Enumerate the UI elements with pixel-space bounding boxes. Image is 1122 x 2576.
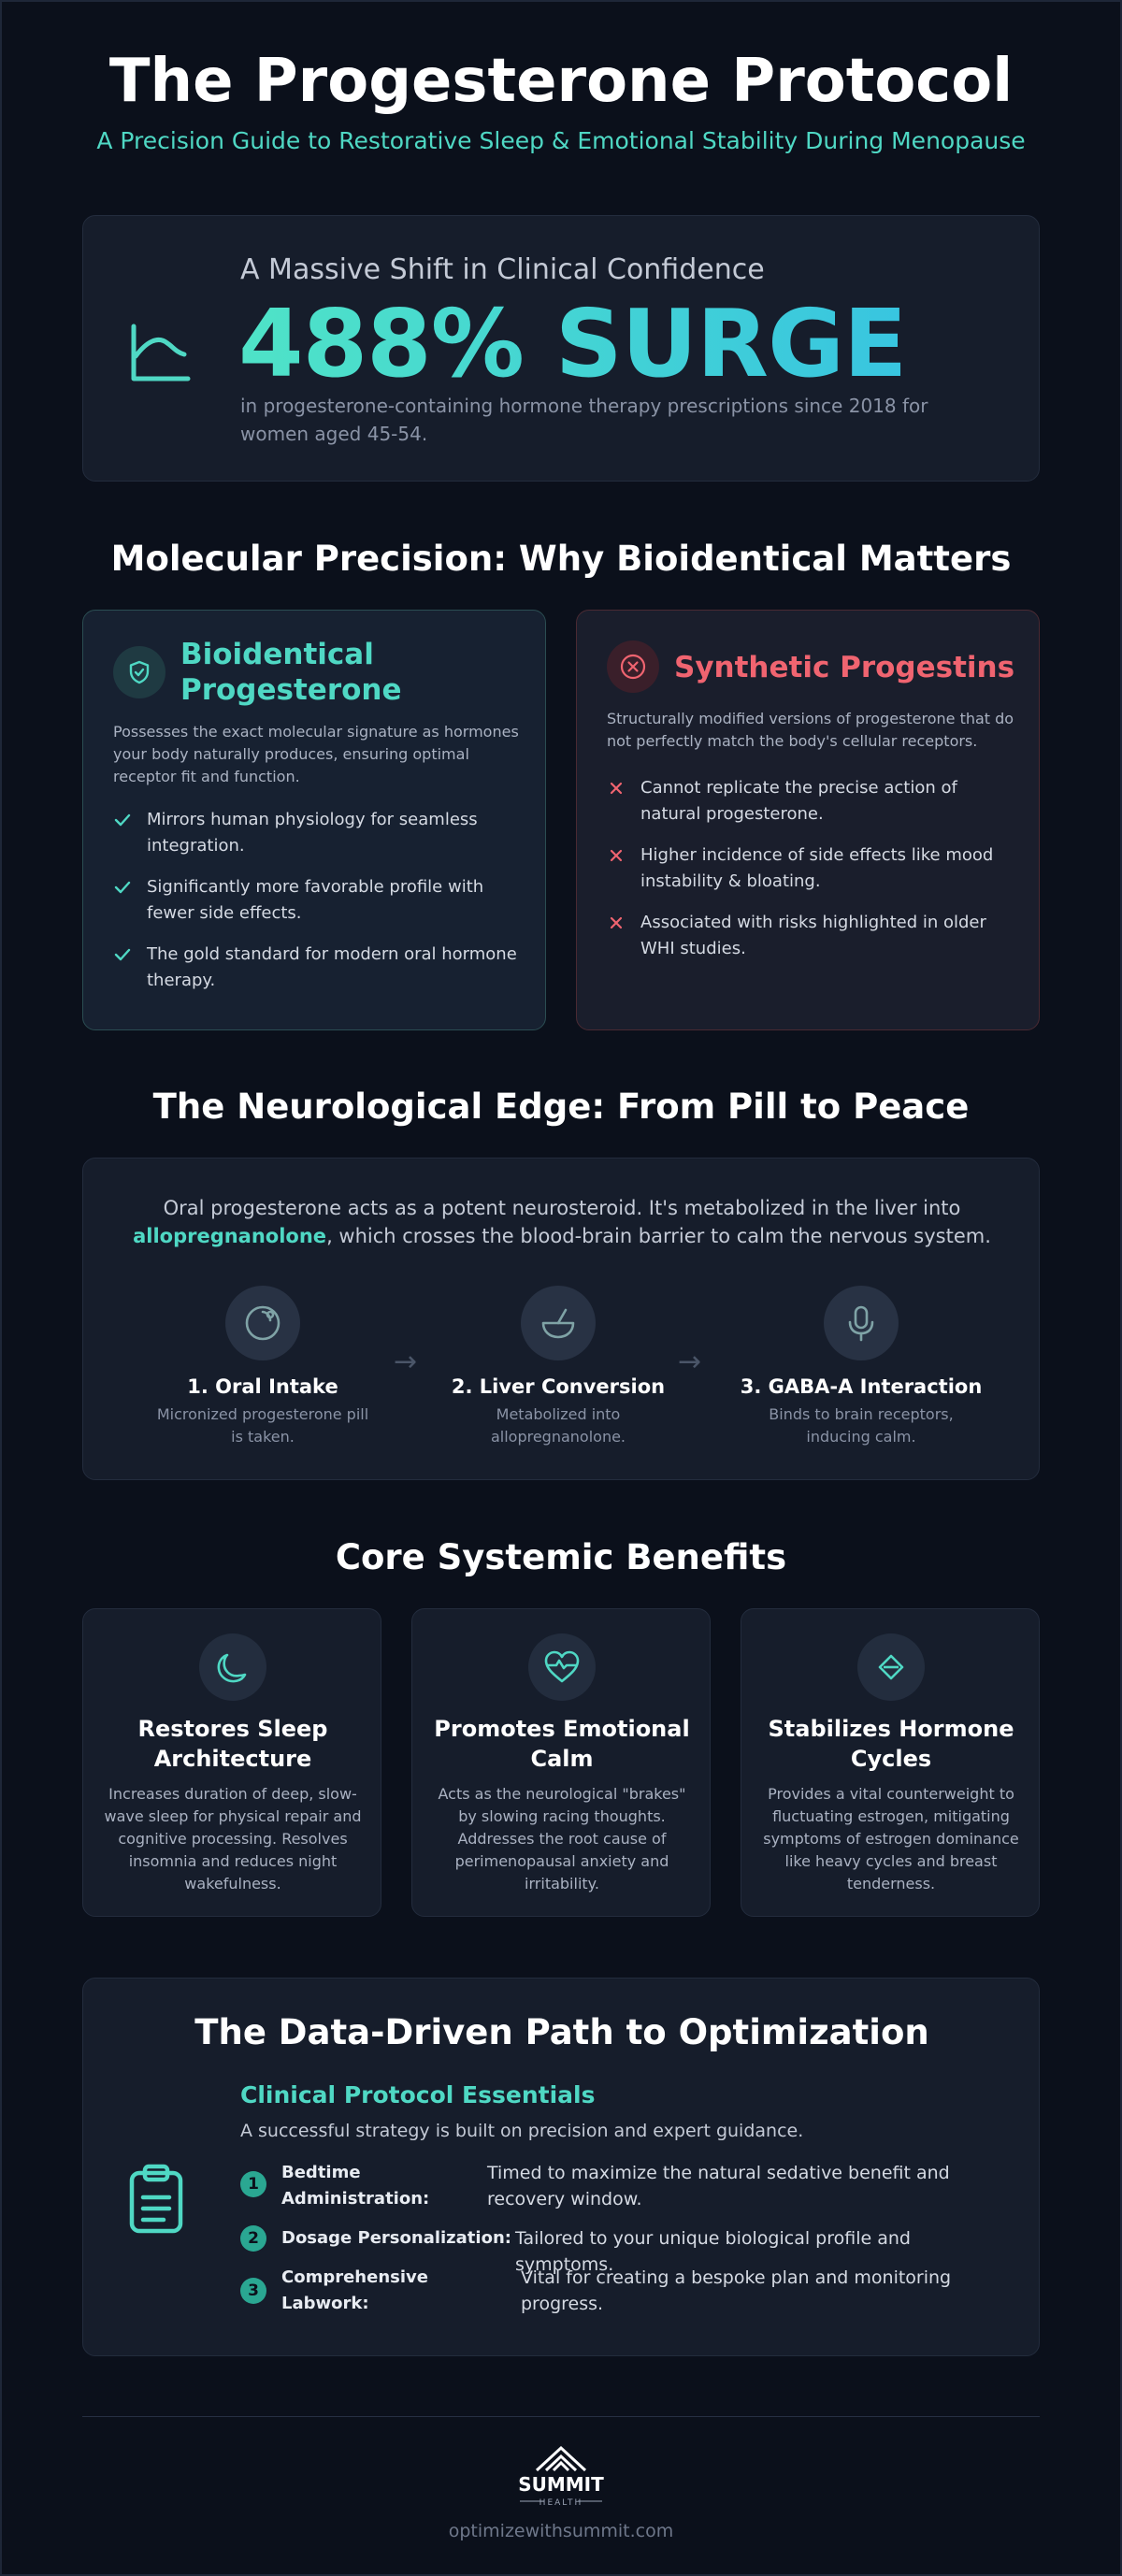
chart-trend-icon [131,324,191,381]
check-icon [114,948,131,961]
protocol-label: Bedtime Administration: [281,2163,430,2209]
step-title: 3. GABA-A Interaction [740,1375,983,1398]
bioidentical-description: Possesses the exact molecular signature … [113,723,519,785]
data-path-card: The Data-Driven Path to Optimization Cli… [82,1978,1040,2356]
step-title: 1. Oral Intake [187,1375,338,1398]
syn-point-2: Higher incidence of side effects like mo… [640,845,994,891]
page-subtitle: A Precision Guide to Restorative Sleep &… [96,127,1026,154]
synthetic-description: Structurally modified versions of proges… [607,710,1014,750]
step-gaba-interaction: 3. GABA-A Interaction Binds to brain rec… [740,1286,983,1448]
synthetic-title: Synthetic Progestins [674,651,1015,684]
pill-icon [225,1286,300,1360]
list-item: Associated with risks highlighted in old… [607,910,1018,962]
synthetic-card: Synthetic Progestins Structurally modifi… [576,610,1040,1030]
heart-icon [528,1633,596,1701]
protocol-label: Comprehensive Labwork: [281,2267,428,2313]
protocol-value: Timed to maximize the natural sedative b… [487,2163,950,2209]
benefit-desc: Acts as the neurological "brakes" by slo… [438,1785,686,1892]
molecular-section-title: Molecular Precision: Why Bioidentical Ma… [110,539,1012,579]
benefit-desc: Provides a vital counterweight to fluctu… [763,1785,1019,1892]
data-path-title: The Data-Driven Path to Optimization [194,2012,929,2052]
neuro-intro: Oral progesterone acts as a potent neuro… [121,1194,1003,1250]
arrow-icon: → [394,1346,418,1378]
benefit-title: Promotes Emotional Calm [434,1716,690,1772]
neuro-intro-text: Oral progesterone acts as a potent neuro… [163,1197,961,1219]
arrow-icon: → [678,1346,702,1378]
benefits-section-title: Core Systemic Benefits [335,1537,787,1577]
bowl-icon [521,1286,596,1360]
benefit-card-sleep: Restores Sleep Architecture Increases du… [82,1608,381,1917]
bio-point-1: Mirrors human physiology for seamless in… [147,810,478,856]
step-desc: Micronized progesterone pill is taken. [156,1405,369,1446]
syn-point-3: Associated with risks highlighted in old… [640,913,986,958]
stat-kicker: A Massive Shift in Clinical Confidence [240,253,765,286]
step-number-badge: 2 [240,2225,266,2252]
footer-divider [82,2416,1040,2417]
summit-logo: SUMMIT HEALTH [518,2445,604,2508]
stat-description: in progesterone-containing hormone thera… [240,395,928,445]
x-icon [610,849,623,862]
page-title: The Progesterone Protocol [108,47,1014,116]
protocol-value: Vital for creating a bespoke plan and mo… [521,2267,952,2314]
x-icon [610,916,623,929]
essentials-title: Clinical Protocol Essentials [240,2081,596,2108]
list-item: Mirrors human physiology for seamless in… [113,807,525,859]
bioidentical-card: Bioidentical Progesterone Possesses the … [82,610,546,1030]
benefit-card-calm: Promotes Emotional Calm Acts as the neur… [411,1608,711,1917]
step-liver-conversion: 2. Liver Conversion Metabolized into all… [437,1286,680,1448]
microphone-icon [824,1286,899,1360]
essentials-description: A successful strategy is built on precis… [240,2121,804,2141]
list-item: Higher incidence of side effects like mo… [607,842,1018,895]
bio-point-2: Significantly more favorable profile wit… [147,877,484,923]
synthetic-points: Cannot replicate the precise action of n… [607,775,1018,977]
neuro-card: Oral progesterone acts as a potent neuro… [82,1158,1040,1480]
diamond-icon [857,1633,925,1701]
neuro-section-title: The Neurological Edge: From Pill to Peac… [152,1087,970,1127]
x-icon [610,782,623,795]
benefit-desc: Increases duration of deep, slow-wave sl… [104,1785,362,1892]
benefit-card-cycles: Stabilizes Hormone Cycles Provides a vit… [741,1608,1040,1917]
moon-icon [199,1633,266,1701]
list-item: Cannot replicate the precise action of n… [607,775,1018,827]
stat-value: 488% SURGE [238,289,907,398]
logo-name: SUMMIT [518,2473,604,2496]
benefit-title: Restores Sleep Architecture [137,1716,328,1772]
footer-url[interactable]: optimizewithsummit.com [448,2521,674,2541]
check-icon [114,813,131,827]
stat-card: A Massive Shift in Clinical Confidence 4… [82,215,1040,482]
check-icon [114,881,131,894]
bioidentical-points: Mirrors human physiology for seamless in… [113,807,525,1009]
step-desc: Binds to brain receptors, inducing calm. [769,1405,954,1446]
neuro-intro-highlight: allopregnanolone [133,1225,327,1247]
step-number-badge: 1 [240,2171,266,2197]
logo-sub: HEALTH [539,2498,583,2508]
shield-check-icon [113,646,165,698]
step-oral-intake: 1. Oral Intake Micronized progesterone p… [141,1286,384,1448]
list-item: Significantly more favorable profile wit… [113,874,525,927]
bioidentical-title: Bioidentical Progesterone [180,638,402,707]
step-desc: Metabolized into allopregnanolone. [490,1405,626,1446]
protocol-label: Dosage Personalization: [281,2228,511,2248]
neuro-intro-text-end: , which crosses the blood-brain barrier … [326,1225,991,1247]
x-circle-icon [607,640,659,693]
list-item: The gold standard for modern oral hormon… [113,942,525,994]
clipboard-icon [129,2164,183,2234]
protocol-value: Tailored to your unique biological profi… [515,2228,911,2275]
page-header: The Progesterone Protocol A Precision Gu… [0,47,1122,154]
step-number-badge: 3 [240,2278,266,2304]
benefit-title: Stabilizes Hormone Cycles [768,1716,1014,1772]
bio-point-3: The gold standard for modern oral hormon… [147,944,517,990]
syn-point-1: Cannot replicate the precise action of n… [640,778,957,824]
step-title: 2. Liver Conversion [451,1375,666,1398]
